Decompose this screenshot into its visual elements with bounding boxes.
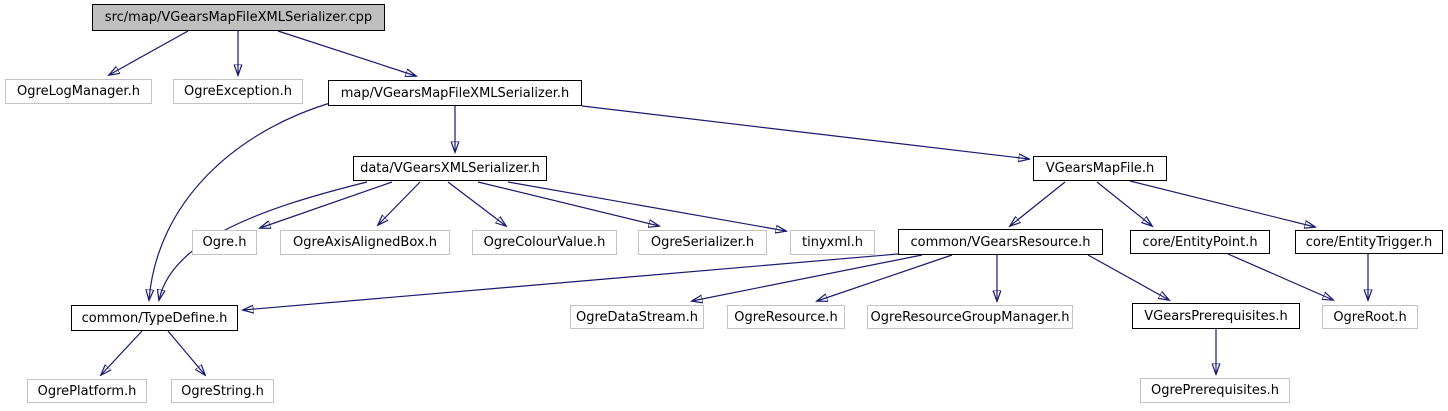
edge-vgears-resource-to-type-define: [243, 253, 899, 310]
edge-vgears-map-file-to-entity-point: [1096, 181, 1152, 226]
edge-type-define-to-ogre-string: [167, 330, 205, 375]
edge-vgears-resource-to-vgears-prerequisites: [1087, 254, 1169, 300]
edge-data-xml-serializer-to-tinyxml: [507, 181, 786, 231]
node-ogre-platform: OgrePlatform.h: [27, 379, 147, 403]
node-ogre-colour-value: OgreColourValue.h: [472, 230, 617, 255]
node-ogre-string: OgreString.h: [171, 379, 274, 403]
edge-vgears-map-file-to-vgears-resource: [1010, 181, 1066, 226]
node-ogre-exception: OgreException.h: [173, 79, 303, 104]
edge-vgears-resource-to-ogre-data-stream: [692, 254, 923, 301]
edge-data-xml-serializer-to-ogre-h: [260, 181, 393, 228]
node-type-define[interactable]: common/TypeDefine.h: [71, 305, 238, 331]
edge-type-define-to-ogre-platform: [101, 330, 143, 375]
edge-data-xml-serializer-to-ogre-axis-aligned-box: [378, 181, 421, 225]
edge-map-serializer-h-to-vgears-map-file: [581, 105, 1029, 159]
node-ogre-prerequisites: OgrePrerequisites.h: [1140, 378, 1290, 403]
edge-data-xml-serializer-to-ogre-serializer: [477, 181, 659, 226]
node-ogre-resource: OgreResource.h: [727, 305, 845, 329]
node-map-serializer-h[interactable]: map/VGearsMapFileXMLSerializer.h: [328, 80, 582, 106]
node-tinyxml: tinyxml.h: [790, 230, 875, 255]
node-ogre-root: OgreRoot.h: [1322, 305, 1418, 329]
edge-vgears-resource-to-ogre-resource: [817, 254, 953, 301]
node-data-xml-serializer[interactable]: data/VGearsXMLSerializer.h: [353, 156, 547, 181]
node-entity-point[interactable]: core/EntityPoint.h: [1130, 230, 1270, 254]
node-ogre-log-manager: OgreLogManager.h: [5, 79, 152, 104]
node-main-cpp: src/map/VGearsMapFileXMLSerializer.cpp: [92, 4, 385, 31]
edge-data-xml-serializer-to-ogre-colour-value: [447, 181, 506, 226]
node-ogre-serializer: OgreSerializer.h: [638, 230, 767, 255]
node-vgears-map-file[interactable]: VGearsMapFile.h: [1033, 156, 1167, 181]
node-ogre-data-stream: OgreDataStream.h: [570, 305, 704, 329]
node-vgears-prerequisites[interactable]: VGearsPrerequisites.h: [1132, 303, 1300, 329]
node-vgears-resource[interactable]: common/VGearsResource.h: [898, 229, 1103, 255]
node-ogre-axis-aligned-box: OgreAxisAlignedBox.h: [280, 230, 450, 255]
edge-main-cpp-to-map-serializer-h: [277, 30, 416, 76]
edge-vgears-map-file-to-entity-trigger: [1129, 180, 1315, 227]
edge-main-cpp-to-ogre-log-manager: [109, 30, 189, 75]
edge-data-xml-serializer-to-type-define: [159, 181, 368, 300]
node-entity-trigger[interactable]: core/EntityTrigger.h: [1295, 230, 1443, 254]
edge-map-serializer-h-to-type-define: [149, 102, 331, 300]
node-ogre-h: Ogre.h: [192, 230, 257, 255]
node-ogre-resource-group-manager: OgreResourceGroupManager.h: [867, 305, 1073, 329]
edge-entity-point-to-ogre-root: [1227, 253, 1333, 300]
